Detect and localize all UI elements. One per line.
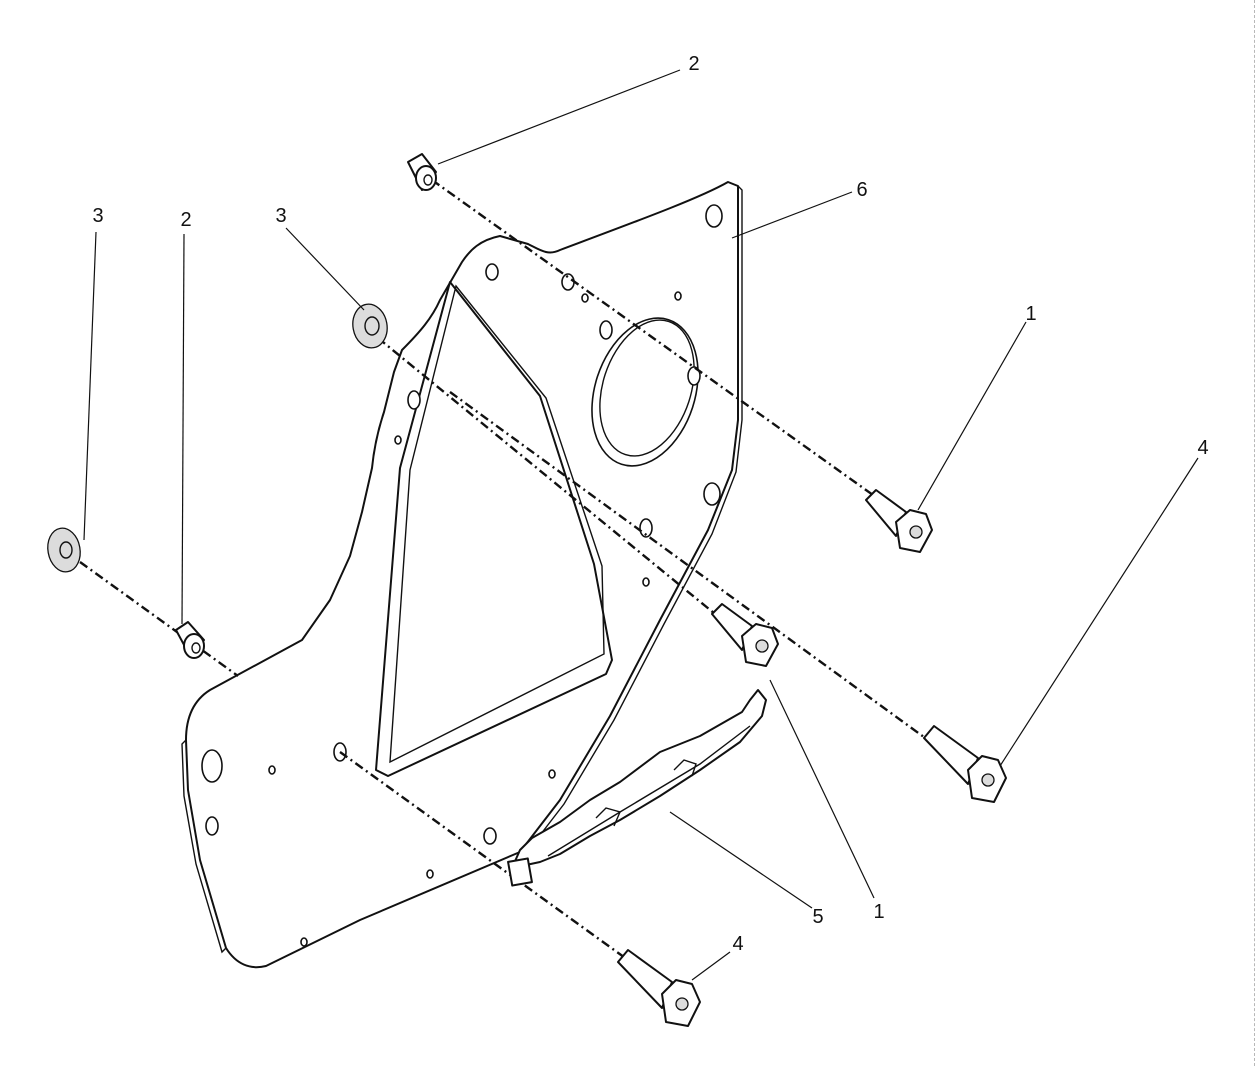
flange-bolt-long-right bbox=[923, 725, 1007, 803]
callout-part-6: 6 bbox=[856, 179, 868, 201]
flange-nut-mid bbox=[352, 303, 388, 349]
callout-part-5: 5 bbox=[812, 906, 824, 928]
dowel-sleeve-left bbox=[175, 621, 205, 659]
callout-part-4-bottom: 4 bbox=[732, 933, 744, 955]
callout-part-1-bottom: 1 bbox=[873, 901, 885, 923]
flange-bolt-short-mid bbox=[711, 603, 779, 667]
callout-part-3-mid: 3 bbox=[275, 205, 287, 227]
callout-part-2-top: 2 bbox=[688, 53, 700, 75]
mounting-plate bbox=[181, 181, 743, 969]
callout-part-3-left: 3 bbox=[92, 205, 104, 227]
flange-bolt-long-bottom bbox=[617, 949, 701, 1027]
callout-part-1-right: 1 bbox=[1025, 303, 1037, 325]
page-edge-rule bbox=[1254, 0, 1255, 1066]
dowel-sleeve-top bbox=[407, 153, 437, 191]
assembly-axes bbox=[79, 179, 929, 961]
flange-nut-left bbox=[47, 527, 81, 573]
flange-bolt-short-right bbox=[865, 489, 933, 553]
leader-lines bbox=[83, 69, 1199, 981]
callout-part-4-right: 4 bbox=[1197, 437, 1209, 459]
wiring-harness-bracket bbox=[507, 689, 767, 887]
callout-part-2-left: 2 bbox=[180, 209, 192, 231]
